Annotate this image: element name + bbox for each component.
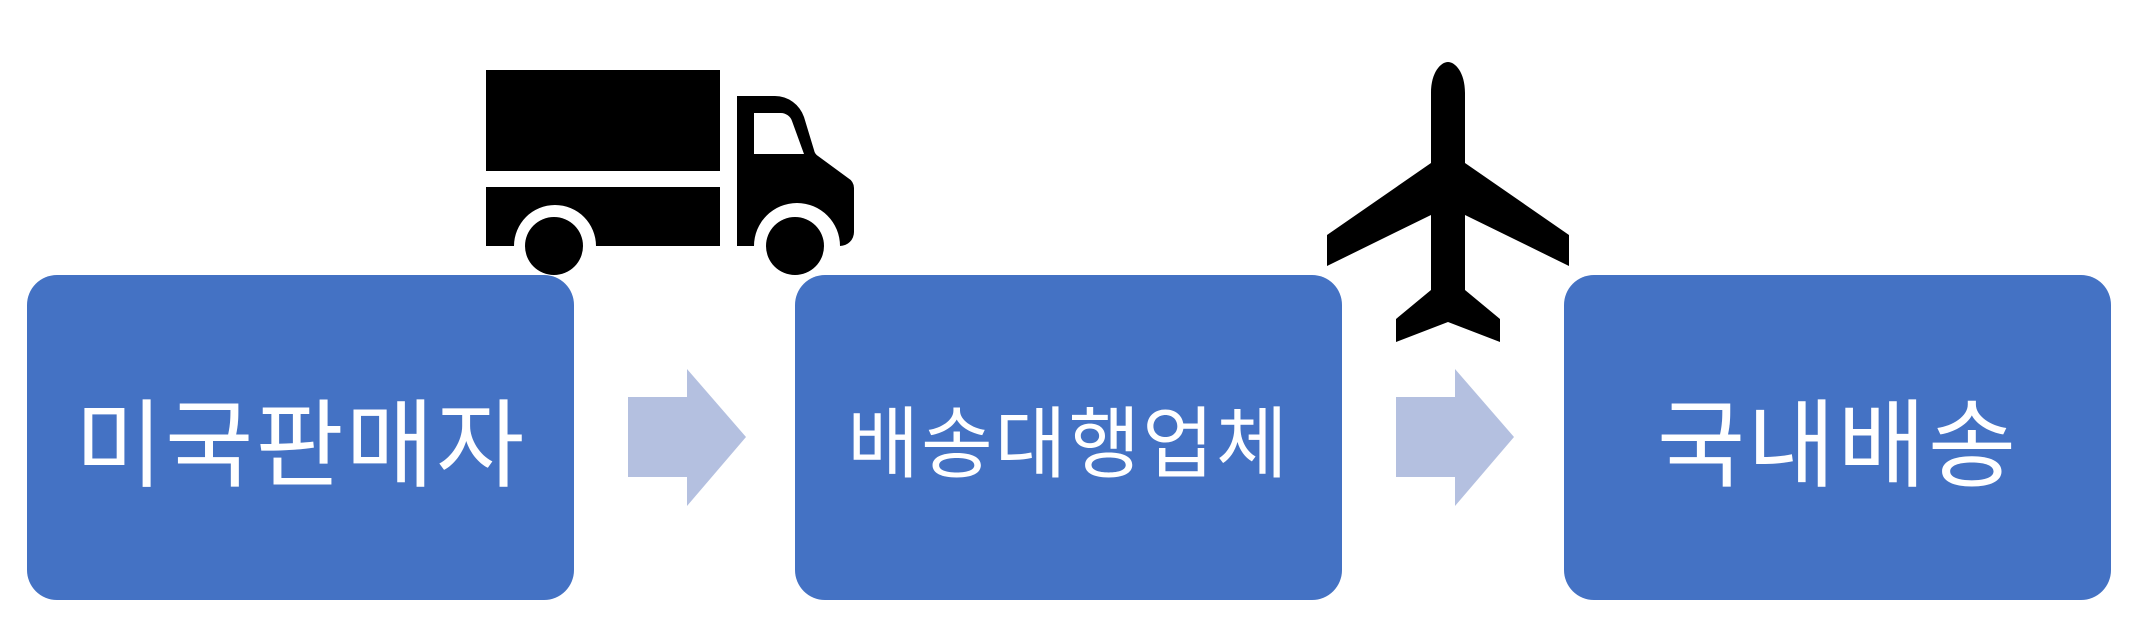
flow-arrow-2-shape [1396, 369, 1514, 506]
step-box-domestic-delivery: 국내배송 [1564, 275, 2111, 600]
truck-wheel-front [766, 217, 824, 275]
truck-cab [737, 96, 854, 246]
flow-arrow-2 [1396, 369, 1514, 506]
truck-wheel-rear [525, 217, 583, 275]
airplane-icon [1327, 62, 1569, 342]
step-box-us-seller: 미국판매자 [27, 275, 574, 600]
airplane-shape [1327, 62, 1569, 342]
flow-arrow-1-shape [628, 369, 746, 506]
step-label-domestic-delivery: 국내배송 [1656, 390, 2019, 502]
step-label-forwarding-agent: 배송대행업체 [847, 399, 1290, 490]
step-box-forwarding-agent: 배송대행업체 [795, 275, 1342, 600]
truck-cargo-bottom [486, 187, 720, 246]
truck-icon [486, 70, 854, 275]
truck-cargo-top [486, 70, 720, 171]
step-label-us-seller: 미국판매자 [74, 390, 527, 502]
flow-arrow-1 [628, 369, 746, 506]
